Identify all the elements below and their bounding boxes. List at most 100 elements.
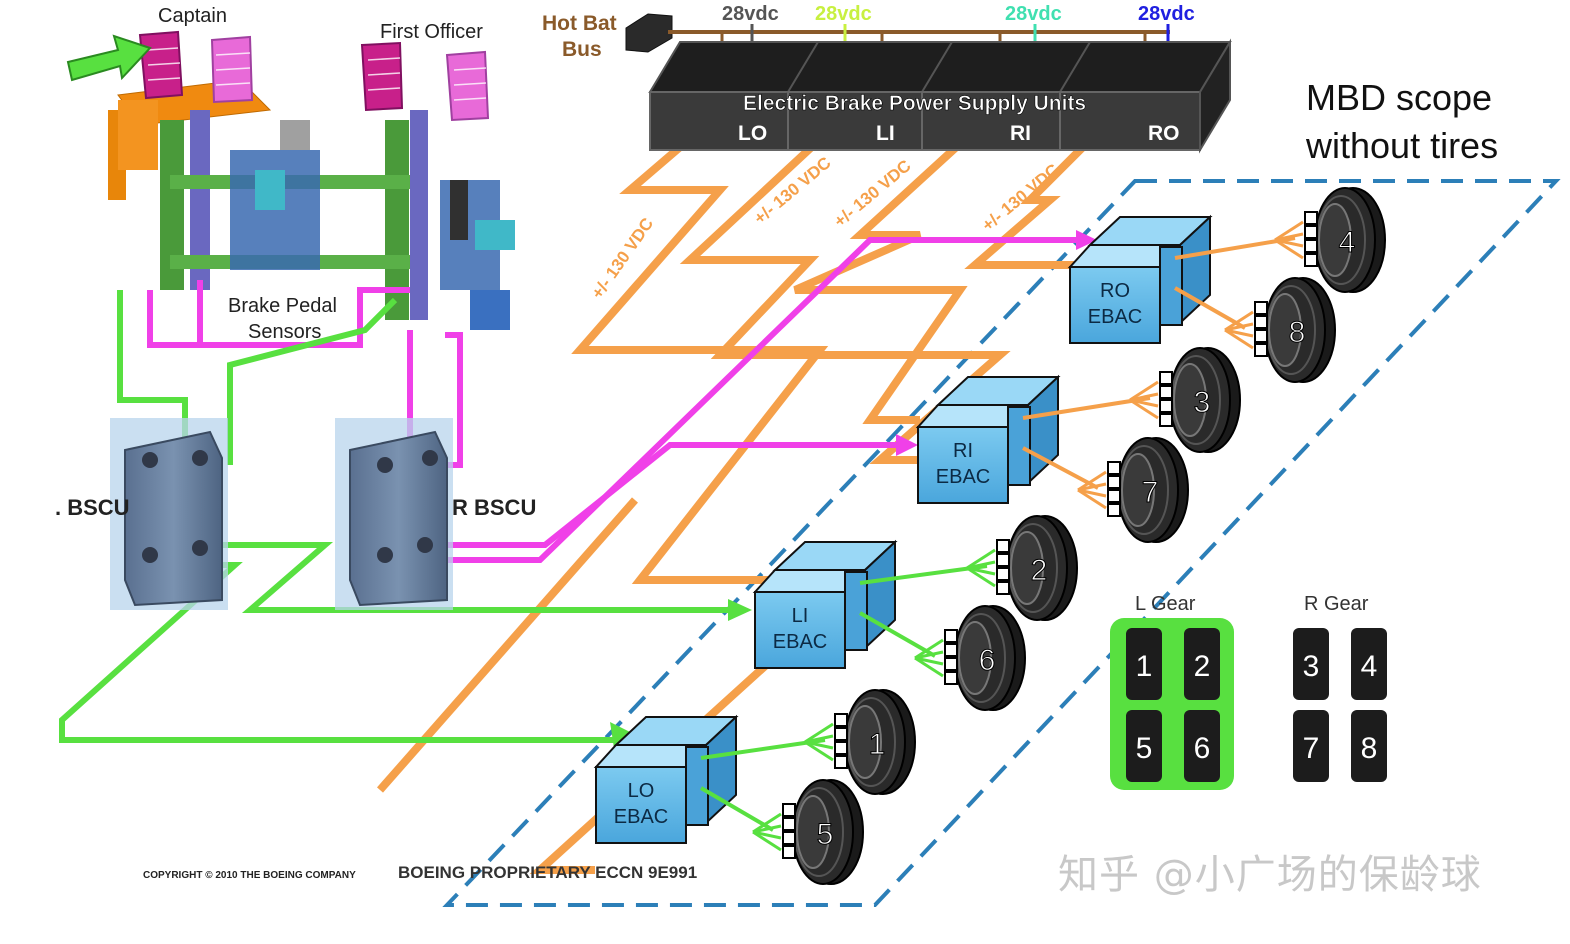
right-gear-wheel-3-cell (1293, 628, 1329, 700)
ebac-label-line1: LO (628, 780, 655, 802)
right-gear-wheel-7-cell (1293, 710, 1329, 782)
harness-branch (966, 560, 996, 570)
ebac-label-line2: EBAC (614, 806, 668, 828)
harness-branch (914, 656, 944, 678)
proprietary-text: BOEING PROPRIETARY ECCN 9E991 (398, 863, 697, 882)
harness-branch (1224, 328, 1254, 350)
right-gear-wheel-4-cell (1351, 628, 1387, 700)
wheel-number: 6 (979, 644, 996, 677)
harness-branch (914, 650, 944, 660)
psu-label-ri: RI (1010, 122, 1031, 145)
wheel-2: 2 (996, 515, 1078, 621)
wheel-7: 7 (1107, 437, 1189, 543)
harness-branch (804, 740, 834, 750)
captain-label: Captain (158, 5, 227, 27)
right-bscu-signals (147, 237, 1085, 563)
mbd-scope-boundary (442, 179, 1561, 907)
captain-arrow-icon (66, 34, 152, 82)
vdc-label-4: 28vdc (1138, 3, 1195, 25)
wheel-harness-8 (1174, 286, 1246, 330)
vdc-label-2: 28vdc (815, 3, 872, 25)
cable-li (679, 127, 1011, 464)
left-gear-wheel-5-label: 5 (1136, 732, 1153, 765)
psu-side (1199, 38, 1231, 154)
wheel-6: 6 (944, 605, 1026, 711)
harness-branch (1077, 488, 1107, 498)
left-bscu-label: . BSCU (55, 495, 130, 520)
cable-ro (964, 127, 1103, 269)
wheel-number: 1 (869, 728, 886, 761)
left-gear-wheel-2-label: 2 (1194, 650, 1211, 683)
psu-label-lo: LO (738, 122, 767, 145)
wheel-5: 5 (782, 779, 864, 885)
wheel-number: 4 (1339, 226, 1356, 259)
right-gear-wheel-8-cell (1351, 710, 1387, 782)
cable-ri (793, 127, 978, 424)
vdc-label-3: 28vdc (1005, 3, 1062, 25)
harness-branch (1129, 398, 1159, 408)
harness-branch (1129, 398, 1159, 420)
left-gear-wheel-6-label: 6 (1194, 732, 1211, 765)
right-gear-wheel-8-label: 8 (1361, 732, 1378, 765)
left-bscu (110, 418, 228, 610)
hot-bat-label-line2: Bus (562, 38, 602, 61)
harness-branch (1274, 232, 1304, 242)
right-gear-wheel-4-label: 4 (1361, 650, 1378, 683)
left-gear-wheel-5-cell (1126, 710, 1162, 782)
sensors-label-line1: Brake Pedal (228, 295, 337, 317)
psu-front-1 (649, 91, 791, 151)
signal-arrowheads (610, 230, 1097, 748)
sensors-label-line2: Sensors (248, 321, 321, 343)
harness-branch (1129, 380, 1159, 402)
harness-branch (752, 824, 782, 834)
scope-label-line1: MBD scope (1306, 77, 1492, 118)
wheel-harness-5 (699, 786, 775, 832)
harness-branch (1274, 220, 1304, 242)
hot-bat-label-line1: Hot Bat (542, 12, 617, 35)
wheel-harness-7 (1022, 446, 1099, 490)
right-bscu (335, 418, 453, 610)
wheel-number: 2 (1031, 554, 1048, 587)
wheel-harness-3 (1022, 396, 1151, 420)
wheel-number: 5 (817, 818, 834, 851)
psu-front-2 (787, 91, 929, 151)
ebac-label-line1: RI (953, 440, 973, 462)
pedal-assembly (108, 30, 515, 330)
harness-branch (752, 830, 782, 852)
harness-branch (1274, 238, 1304, 248)
left-gear-wheel-1-label: 1 (1136, 650, 1153, 683)
cable-label-1: +/- 130 VDC (588, 214, 657, 302)
harness-branch (1129, 392, 1159, 402)
psu-label-li: LI (876, 122, 895, 145)
harness-branch (752, 812, 782, 834)
harness-branch (914, 638, 944, 660)
wheel-4: 4 (1304, 187, 1386, 293)
psu-title: Electric Brake Power Supply Units (743, 92, 1086, 115)
harness-branch (1224, 328, 1254, 338)
right-gear-title: R Gear (1304, 593, 1369, 615)
wheel-harness-2 (859, 564, 988, 585)
harness-branch (804, 722, 834, 744)
wheel-number: 3 (1194, 386, 1211, 419)
wheel-number: 8 (1289, 316, 1306, 349)
wheel-1: 1 (834, 689, 916, 795)
psu-label-ro: RO (1148, 122, 1180, 145)
left-gear-title: L Gear (1135, 593, 1196, 615)
harness-branch (1077, 470, 1107, 492)
psu-front-3 (921, 91, 1063, 151)
right-bscu-label: R BSCU (452, 495, 536, 520)
harness-branch (752, 830, 782, 840)
wheel-8: 8 (1254, 277, 1336, 383)
wheel-harness-1 (700, 738, 826, 760)
psu-front-4 (1059, 91, 1201, 151)
left-gear-wheel-6-cell (1184, 710, 1220, 782)
power-supply-units: LO LI RI RO (648, 38, 1232, 154)
right-gear-wheel-7-label: 7 (1303, 732, 1320, 765)
